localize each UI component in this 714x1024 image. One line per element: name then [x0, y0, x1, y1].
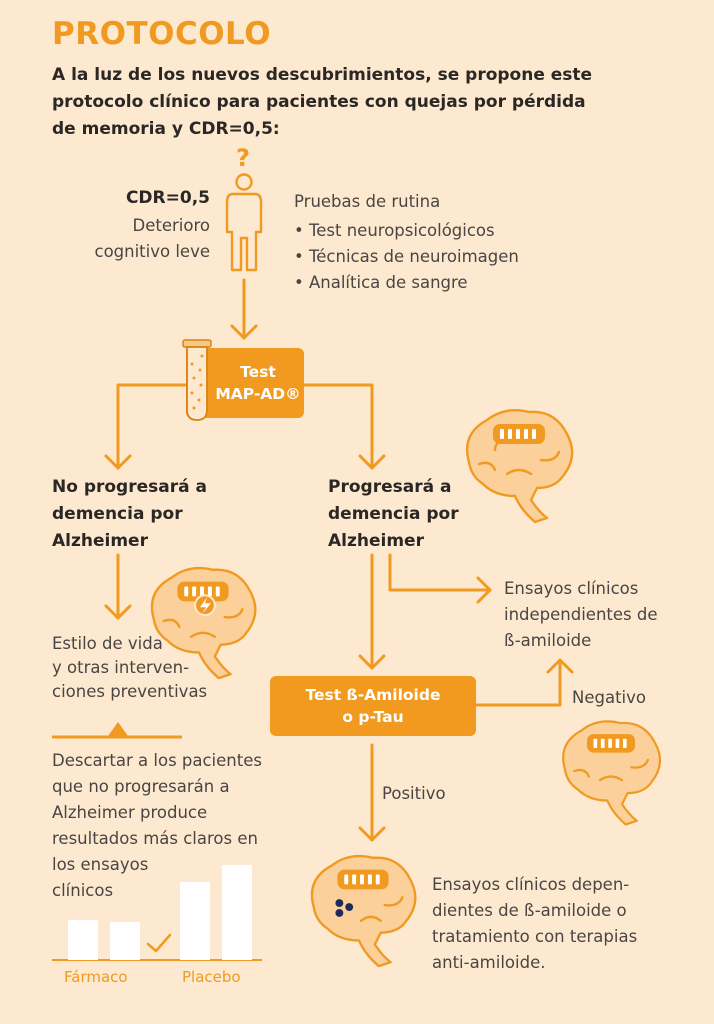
brain-bolt-icon: [150, 566, 257, 680]
dependent-trials-line1: Ensayos clínicos depen-: [432, 875, 630, 894]
branch-yes-line3: Alzheimer: [328, 531, 424, 551]
dependent-trials-line3: tratamiento con terapias: [432, 927, 638, 946]
negative-label: Negativo: [572, 688, 646, 707]
discard-line1: Descartar a los pacientes: [52, 751, 262, 770]
test-amyloid-line2: o p-Tau: [342, 708, 404, 726]
test-tube-icon: [182, 339, 212, 421]
brain-icon: [465, 409, 574, 524]
mini-chart-bar: [68, 920, 98, 960]
mini-chart-bar: [110, 922, 140, 960]
mini-bar-chart: [52, 860, 262, 960]
chart-label-placebo: Placebo: [182, 968, 241, 986]
test-amyloid-box: Test ß-Amiloide o p-Tau: [270, 676, 476, 736]
independent-trials-line2: independientes de: [504, 605, 658, 624]
test-amyloid-line1: Test ß-Amiloide: [305, 686, 441, 704]
routine-item: Técnicas de neuroimagen: [294, 244, 519, 270]
independent-trials-text: Ensayos clínicos independientes de ß-ami…: [504, 576, 658, 654]
discard-line2: que no progresarán a: [52, 777, 230, 796]
independent-trials-line3: ß-amiloide: [504, 631, 592, 650]
chart-label-farmaco: Fármaco: [64, 968, 128, 986]
lifestyle-line3: ciones preventivas: [52, 682, 208, 701]
mini-chart-bar: [180, 882, 210, 960]
test-mapad-line1: Test: [240, 363, 276, 381]
lifestyle-text: Estilo de vida y otras interven- ciones …: [52, 632, 207, 704]
discard-line5: los ensayos: [52, 855, 149, 874]
mini-chart-bar: [222, 865, 252, 960]
routine-item: Test neuropsicológicos: [294, 218, 519, 244]
question-mark: ?: [236, 144, 250, 172]
routine-list: Test neuropsicológicos Técnicas de neuro…: [294, 218, 519, 296]
branch-no-line1: No progresará a: [52, 477, 207, 497]
discard-line4: resultados más claros en: [52, 829, 258, 848]
person-icon: [225, 173, 263, 272]
condition-line1: Deterioro: [132, 216, 210, 235]
positive-label: Positivo: [382, 784, 446, 803]
page-title: PROTOCOLO: [52, 16, 272, 52]
discard-line6: clínicos: [52, 881, 114, 900]
dependent-trials-line2: dientes de ß-amiloide o: [432, 901, 627, 920]
branch-no-label: No progresará a demencia por Alzheimer: [52, 474, 207, 555]
intro-text: A la luz de los nuevos descubrimientos, …: [52, 65, 593, 139]
lifestyle-line2: y otras interven-: [52, 658, 190, 677]
discard-line3: Alzheimer produce: [52, 803, 208, 822]
branch-no-line2: demencia por: [52, 504, 183, 524]
cdr-label: CDR=0,5: [125, 188, 210, 208]
discard-text: Descartar a los pacientes que no progres…: [52, 748, 262, 904]
branch-yes-line1: Progresará a: [328, 477, 452, 497]
brain-positive-icon: [310, 854, 417, 968]
branch-no-line3: Alzheimer: [52, 531, 148, 551]
routine-item: Analítica de sangre: [294, 270, 519, 296]
branch-yes-line2: demencia por: [328, 504, 459, 524]
brain-negative-icon: [562, 720, 662, 826]
lifestyle-line1: Estilo de vida: [52, 634, 163, 653]
dependent-trials-line4: anti-amiloide.: [432, 953, 546, 972]
branch-yes-label: Progresará a demencia por Alzheimer: [328, 474, 459, 555]
test-mapad-line2: MAP-AD®: [215, 385, 301, 403]
routine-title: Pruebas de rutina: [294, 192, 441, 211]
condition-line2: cognitivo leve: [94, 242, 211, 261]
dependent-trials-text: Ensayos clínicos depen- dientes de ß-ami…: [432, 872, 637, 976]
independent-trials-line1: Ensayos clínicos: [504, 579, 639, 598]
